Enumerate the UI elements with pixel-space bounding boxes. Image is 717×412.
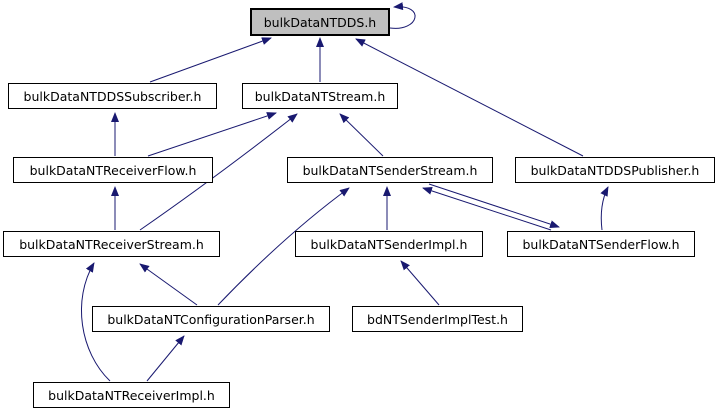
- edge-receiverimpl-to-receiverstream: [81, 262, 111, 382]
- edge-configparser-to-receiverstream: [139, 263, 198, 306]
- node-bulkDataNTSenderStream[interactable]: bulkDataNTSenderStream.h: [287, 157, 493, 183]
- edge-dds-self-loop: [389, 2, 416, 29]
- node-bulkDataNTSenderFlow[interactable]: bulkDataNTSenderFlow.h: [507, 231, 695, 257]
- node-bulkDataNTReceiverFlow[interactable]: bulkDataNTReceiverFlow.h: [13, 157, 213, 183]
- edge-receiverimpl-to-configparser: [146, 335, 185, 382]
- edge-receiverflow-to-stream: [147, 112, 277, 157]
- edge-receiverstream-to-stream: [139, 113, 298, 231]
- node-bulkDataNTDDSSubscriber[interactable]: bulkDataNTDDSSubscriber.h: [8, 83, 217, 109]
- edge-senderimpltest-to-senderimpl: [400, 260, 440, 306]
- edge-configparser-to-senderstream: [217, 187, 350, 306]
- edge-senderflow-to-senderstream: [422, 187, 552, 231]
- node-bdNTSenderImplTest[interactable]: bdNTSenderImplTest.h: [352, 306, 523, 332]
- edge-senderflow-to-publisher: [600, 186, 609, 231]
- node-bulkDataNTConfigurationParser[interactable]: bulkDataNTConfigurationParser.h: [92, 306, 330, 332]
- edge-publisher-to-dds: [355, 38, 584, 157]
- node-bulkDataNTDDSPublisher[interactable]: bulkDataNTDDSPublisher.h: [515, 157, 715, 183]
- edge-senderstream-to-senderflow: [428, 183, 560, 228]
- edge-senderstream-to-stream: [339, 113, 384, 157]
- node-bulkDataNTReceiverImpl[interactable]: bulkDataNTReceiverImpl.h: [33, 382, 230, 408]
- node-bulkDataNTSenderImpl[interactable]: bulkDataNTSenderImpl.h: [295, 231, 483, 257]
- edge-subscriber-to-dds: [149, 37, 272, 83]
- node-bulkDataNTStream[interactable]: bulkDataNTStream.h: [242, 83, 398, 109]
- node-bulkDataNTReceiverStream[interactable]: bulkDataNTReceiverStream.h: [3, 231, 220, 257]
- node-bulkDataNTDDS[interactable]: bulkDataNTDDS.h: [250, 8, 390, 36]
